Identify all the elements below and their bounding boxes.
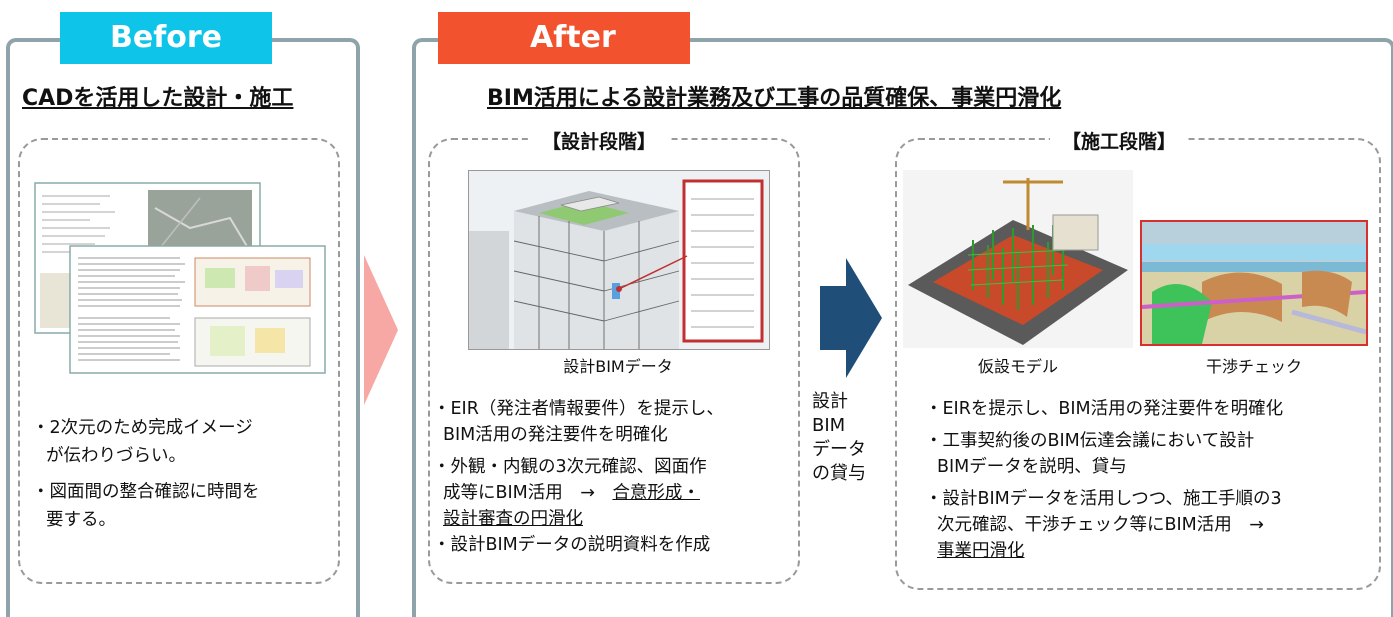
temporary-model-caption: 仮設モデル [977, 357, 1058, 376]
before-tab: Before [60, 12, 272, 64]
construction-bullet-3b: 次元確認、干渉チェック等にBIM活用 → [937, 515, 1264, 535]
lending-label-3: データ [812, 439, 866, 460]
lending-label-1: 設計 [812, 391, 848, 412]
cad-drawings-image [30, 178, 330, 378]
lending-label-4: の貸与 [812, 463, 866, 484]
construction-stage-title: 【施工段階】 [1050, 127, 1189, 154]
transition-arrow [360, 255, 402, 405]
before-bullet-2b: 要する。 [46, 510, 116, 530]
construction-bullet-2a: ・工事契約後のBIM伝達会議において設計 [925, 431, 1255, 451]
lending-arrow [820, 258, 882, 378]
design-bullet-2c: 設計審査の円滑化 [443, 509, 583, 529]
design-bullet-2b-result: 合意形成・ [612, 483, 700, 503]
after-panel [412, 38, 1393, 617]
before-bullet-1a: ・2次元のため完成イメージ [32, 418, 253, 438]
design-stage-title: 【設計段階】 [530, 127, 669, 154]
before-bullet-1b: が伝わりづらい。 [46, 446, 186, 466]
design-bullet-2a: ・外観・内観の3次元確認、図面作 [433, 457, 707, 477]
design-bullet-1a: ・EIR（発注者情報要件）を提示し、 [433, 399, 724, 419]
design-bullet-3: ・設計BIMデータの説明資料を作成 [433, 535, 711, 555]
construction-bullets: ・EIRを提示し、BIM活用の発注要件を明確化 ・工事契約後のBIM伝達会議にお… [925, 396, 1375, 564]
construction-bullet-3c: 事業円滑化 [937, 541, 1025, 561]
before-bullets: ・2次元のため完成イメージ が伝わりづらい。 ・図面間の整合確認に時間を 要する… [32, 414, 332, 534]
construction-bullet-2b: BIMデータを説明、貸与 [937, 457, 1127, 477]
before-bullet-2a: ・図面間の整合確認に時間を [32, 482, 260, 502]
lending-label: 設計 BIM データ の貸与 [812, 390, 882, 486]
design-bullet-2b-text: 成等にBIM活用 → [443, 483, 613, 503]
after-heading: BIM活用による設計業務及び工事の品質確保、事業円滑化 [487, 86, 1062, 111]
design-bullet-1b: BIM活用の発注要件を明確化 [443, 425, 668, 445]
after-tab: After [438, 12, 690, 64]
before-content-box [18, 138, 340, 584]
design-bim-caption: 設計BIMデータ [563, 357, 673, 376]
design-bim-image [468, 170, 770, 350]
lending-label-2: BIM [812, 415, 846, 436]
temporary-model-image [903, 170, 1133, 348]
clash-check-caption: 干渉チェック [1205, 357, 1302, 376]
design-bullet-2b: 成等にBIM活用 → 合意形成・ [433, 480, 798, 506]
clash-check-image [1140, 220, 1368, 346]
construction-bullet-1: ・EIRを提示し、BIM活用の発注要件を明確化 [925, 399, 1284, 419]
before-heading: CADを活用した設計・施工 [22, 86, 294, 111]
design-bullets: ・EIR（発注者情報要件）を提示し、 BIM活用の発注要件を明確化 ・外観・内観… [433, 396, 798, 558]
construction-bullet-3a: ・設計BIMデータを活用しつつ、施工手順の3 [925, 489, 1282, 509]
